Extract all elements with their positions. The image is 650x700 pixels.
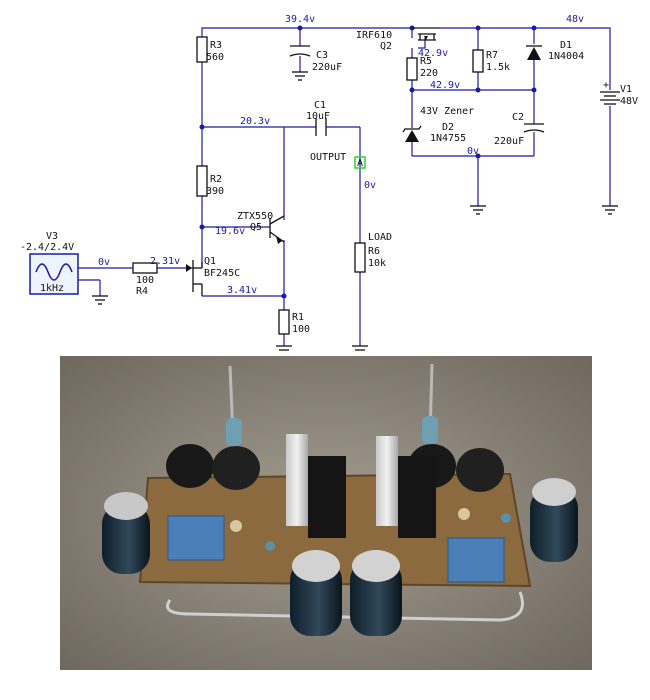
c1-value: 10uF: [306, 111, 330, 122]
circuit-schematic: A 39.4v 48v 20.3v 19.6v 0v 2.31v 3.41v 4…: [20, 14, 638, 351]
c3-ref: C3: [316, 50, 328, 61]
resistor-r6: [354, 242, 366, 273]
resistor-r3: [196, 36, 208, 63]
volt-q2-src-mid: 42.9v: [430, 80, 460, 91]
v1-ref: V1: [620, 84, 632, 95]
v3-freq: 1kHz: [40, 283, 64, 294]
r5-ref: R5: [420, 56, 432, 67]
r3-value: 560: [206, 52, 224, 63]
component-labels: R3 560 R2 390 R1 100 100 R4 R5 220 R7 1.…: [20, 30, 638, 335]
volt-r3r2: 20.3v: [240, 116, 270, 127]
r4-value: 100: [136, 275, 154, 286]
zener-label: 43V Zener: [420, 106, 474, 117]
r1-value: 100: [292, 324, 310, 335]
d1-value: 1N4004: [548, 51, 584, 62]
ground-symbols: [92, 71, 618, 351]
v1-value: 48V: [620, 96, 638, 107]
volt-q2-src-left: 42.9v: [418, 48, 448, 59]
q5-ref: Q5: [250, 222, 262, 233]
v3-ref: V3: [46, 231, 58, 242]
v1-plus: +: [603, 80, 609, 91]
r7-value: 1.5k: [486, 62, 510, 73]
r7-ref: R7: [486, 50, 498, 61]
volt-zener-bottom: 0v: [467, 146, 479, 157]
q5-value: ZTX550: [237, 211, 273, 222]
volt-q1-gate: 2.31v: [150, 256, 180, 267]
d1-ref: D1: [560, 40, 572, 51]
r5-value: 220: [420, 68, 438, 79]
transistors: [186, 27, 440, 296]
output-label: OUTPUT: [310, 152, 346, 163]
c2-ref: C2: [512, 112, 524, 123]
r4-ref: R4: [136, 286, 148, 297]
d2-value: 1N4755: [430, 133, 466, 144]
junction-dots: [199, 25, 537, 299]
probe-label: A: [357, 158, 363, 169]
volt-output: 0v: [364, 180, 376, 191]
r6-ref: R6: [368, 246, 380, 257]
volt-input: 0v: [98, 257, 110, 268]
board-illustration: [60, 356, 592, 670]
volt-top: 39.4v: [285, 14, 315, 25]
voltage-labels: 39.4v 48v 20.3v 19.6v 0v 2.31v 3.41v 42.…: [98, 14, 584, 296]
resistor-r2: [196, 165, 208, 197]
r1-ref: R1: [292, 312, 304, 323]
c2-value: 220uF: [494, 136, 524, 147]
v3-value: -2.4/2.4V: [20, 242, 74, 253]
d2-ref: D2: [442, 122, 454, 133]
c1-ref: C1: [314, 100, 326, 111]
amplifier-board-photo: [60, 356, 592, 670]
signal-source-v3: [29, 253, 79, 295]
wires: [78, 27, 611, 346]
resistor-r1: [278, 309, 290, 335]
volt-q1-source: 3.41v: [227, 285, 257, 296]
r3-ref: R3: [210, 40, 222, 51]
capacitors: [289, 45, 545, 136]
q2-ref: Q2: [380, 41, 392, 52]
load-label: LOAD: [368, 232, 392, 243]
q1-value: BF245C: [204, 268, 240, 279]
volt-q5-base: 19.6v: [215, 226, 245, 237]
r6-value: 10k: [368, 258, 386, 269]
battery-v1: [600, 91, 620, 105]
r2-ref: R2: [210, 174, 222, 185]
resistor-r7: [472, 49, 484, 73]
q1-ref: Q1: [204, 256, 216, 267]
r2-value: 390: [206, 186, 224, 197]
resistor-r5: [406, 57, 418, 81]
diodes: [402, 45, 542, 142]
resistors: [132, 36, 484, 335]
volt-supply: 48v: [566, 14, 584, 25]
q2-value: IRF610: [356, 30, 392, 41]
resistor-r4: [132, 262, 158, 274]
c3-value: 220uF: [312, 62, 342, 73]
output-probe: [354, 156, 366, 169]
